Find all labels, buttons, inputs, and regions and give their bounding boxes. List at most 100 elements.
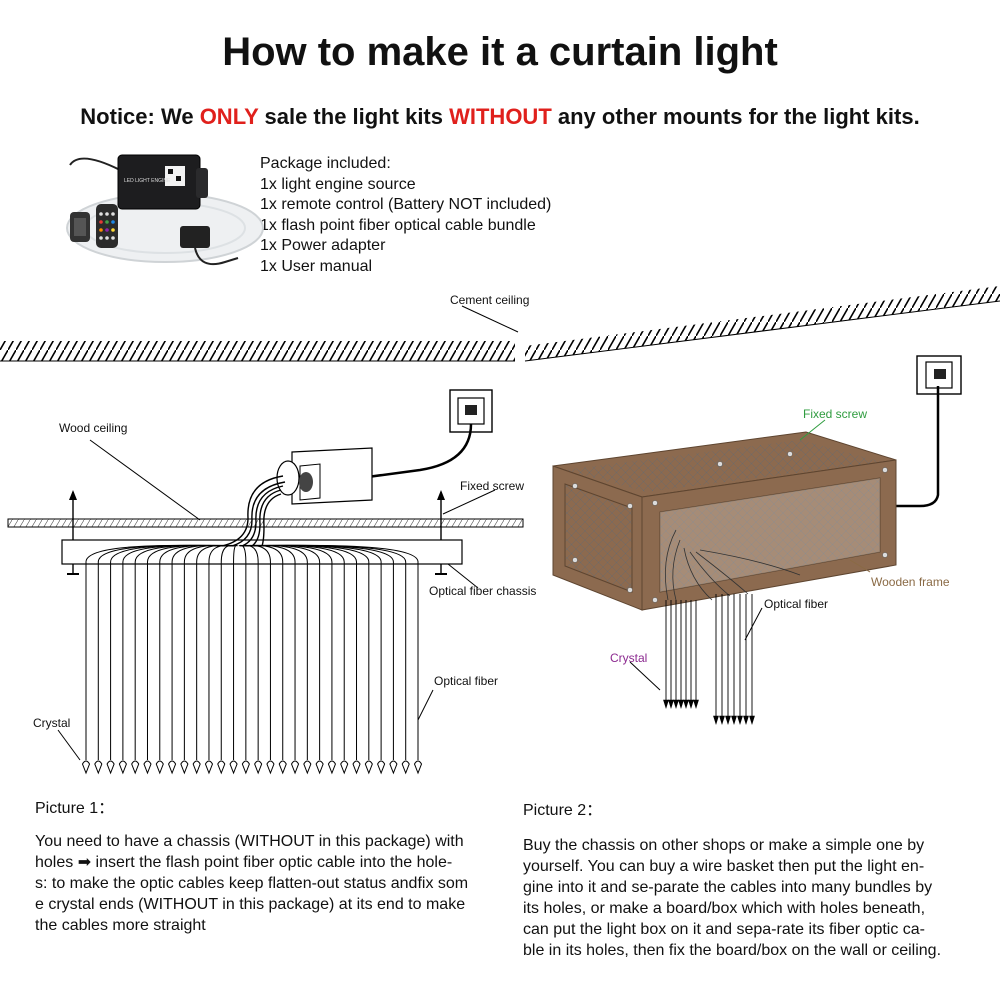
product-photo: LED LIGHT ENGINE <box>66 154 264 266</box>
notice-only: ONLY <box>199 104 259 129</box>
notice-part3: any other mounts for the light kits. <box>551 104 920 129</box>
package-item: 1x light engine source <box>260 175 416 193</box>
crystal-end <box>713 715 719 726</box>
cement-ceiling <box>0 286 1000 362</box>
optical-fiber-strand <box>233 544 238 760</box>
notice-part2: sale the light kits <box>258 104 450 129</box>
description-line: yourself. You can buy a wire basket then… <box>523 858 925 875</box>
cement-ceiling-label: Cement ceiling <box>450 293 530 307</box>
crystal-end <box>688 699 694 710</box>
light-engine-box <box>276 447 373 505</box>
wood-ceiling-board <box>7 518 524 528</box>
optical-fiber-strand <box>97 544 225 760</box>
notice-part1: Notice: We <box>80 104 200 129</box>
power-outlet-icon <box>449 389 493 433</box>
crystal-end <box>340 760 349 775</box>
optical-fiber-strand <box>110 544 226 760</box>
picture2-diagram <box>552 355 962 726</box>
optical-fiber-strand <box>238 544 247 760</box>
crystal-end <box>168 760 177 775</box>
optical-fiber-strand <box>251 544 382 760</box>
package-item: 1x Power adapter <box>260 237 386 254</box>
fixed-screw-label: Fixed screw <box>803 407 868 421</box>
fiber-bundle <box>221 475 286 547</box>
crystal-end <box>155 760 164 775</box>
fixed-screw-label: Fixed screw <box>460 479 525 493</box>
optical-fiber-strand <box>220 544 237 760</box>
crystal-end <box>364 760 373 775</box>
picture1-diagram <box>7 389 524 775</box>
optical-fiber-strand <box>244 544 308 760</box>
wooden-frame-label: Wooden frame <box>871 575 950 589</box>
description-line: e crystal ends (WITHOUT in this package)… <box>35 896 466 913</box>
optical-fiber-strand <box>242 544 284 760</box>
crystal-end <box>668 699 674 710</box>
crystal-end <box>241 760 250 775</box>
crystal-end <box>737 715 743 726</box>
description-line: the cables more straight <box>35 917 206 934</box>
power-adapter-icon <box>180 226 210 248</box>
crystal-label: Crystal <box>610 651 648 665</box>
description-line: ble in its holes, then fix the board/box… <box>523 942 942 959</box>
crystal-end <box>743 715 749 726</box>
crystal-end <box>118 760 127 775</box>
crystal-end <box>315 760 324 775</box>
crystal-label: Crystal <box>33 716 71 730</box>
notice-text: Notice: We ONLY sale the light kits WITH… <box>0 104 1000 130</box>
crystal-end <box>413 760 423 775</box>
optical-fiber-strand <box>255 544 419 760</box>
crystal-end <box>683 699 689 710</box>
picture2-description: Buy the chassis on other shops or make a… <box>523 835 941 961</box>
optical-fiber-strand <box>171 544 232 760</box>
package-heading: Package included: <box>260 155 391 172</box>
optical-fiber-strand <box>253 544 394 760</box>
description-line: s: to make the optic cables keep flatten… <box>35 875 469 892</box>
crystal-end <box>278 760 287 775</box>
crystal-end <box>663 699 669 710</box>
crystal-end <box>192 760 201 775</box>
optical-fiber-strand <box>249 544 358 760</box>
crystal-end <box>673 699 679 710</box>
crystal-end <box>693 699 699 710</box>
optical-fiber-label: Optical fiber <box>764 597 829 611</box>
optical-fiber-chassis-label: Optical fiber chassis <box>429 584 537 598</box>
crystal-end <box>678 699 684 710</box>
optical-fiber-strand <box>243 544 296 760</box>
crystal-end <box>143 760 152 775</box>
crystal-end <box>106 760 115 775</box>
picture2-caption: Picture 2： <box>523 802 603 819</box>
description-line: its holes, or make a board/box which wit… <box>523 900 926 917</box>
picture1-caption: Picture 1： <box>35 800 115 817</box>
crystal-end <box>290 760 300 775</box>
optical-fiber-strand <box>159 544 231 760</box>
optical-fiber-strand <box>250 544 370 760</box>
optical-fiber-strand <box>196 544 235 760</box>
crystal-end <box>81 760 91 775</box>
description-line: You need to have a chassis (WITHOUT in t… <box>35 833 464 850</box>
optical-fiber-strand <box>208 544 236 760</box>
optical-fiber-strand <box>134 544 229 760</box>
optical-fiber-strand <box>254 544 407 760</box>
crystal-end <box>131 760 140 775</box>
crystal-end <box>401 760 410 775</box>
crystal-end <box>725 715 731 726</box>
remote-control-icon <box>96 204 118 248</box>
package-list: Package included: 1x light engine source… <box>260 154 551 277</box>
description-line: gine into it and se-parate the cables in… <box>523 879 933 896</box>
description-line: Buy the chassis on other shops or make a… <box>523 837 925 854</box>
wooden-frame <box>552 431 897 611</box>
crystal-end <box>303 760 312 775</box>
crystal-end <box>389 760 398 775</box>
wood-ceiling-label: Wood ceiling <box>59 421 128 435</box>
page-title: How to make it a curtain light <box>222 30 778 74</box>
package-item: 1x flash point fiber optical cable bundl… <box>260 216 536 234</box>
optical-fiber-strand <box>85 544 224 760</box>
optical-fiber-label: Optical fiber <box>434 674 499 688</box>
crystal-end <box>731 715 737 726</box>
optical-fiber-strand <box>248 544 345 760</box>
package-item: 1x remote control (Battery NOT included) <box>260 196 552 213</box>
device-label: LED LIGHT ENGINE <box>124 178 171 184</box>
description-line: holes ➡ insert the flash point fiber opt… <box>35 854 453 871</box>
crystal-end <box>254 760 263 775</box>
